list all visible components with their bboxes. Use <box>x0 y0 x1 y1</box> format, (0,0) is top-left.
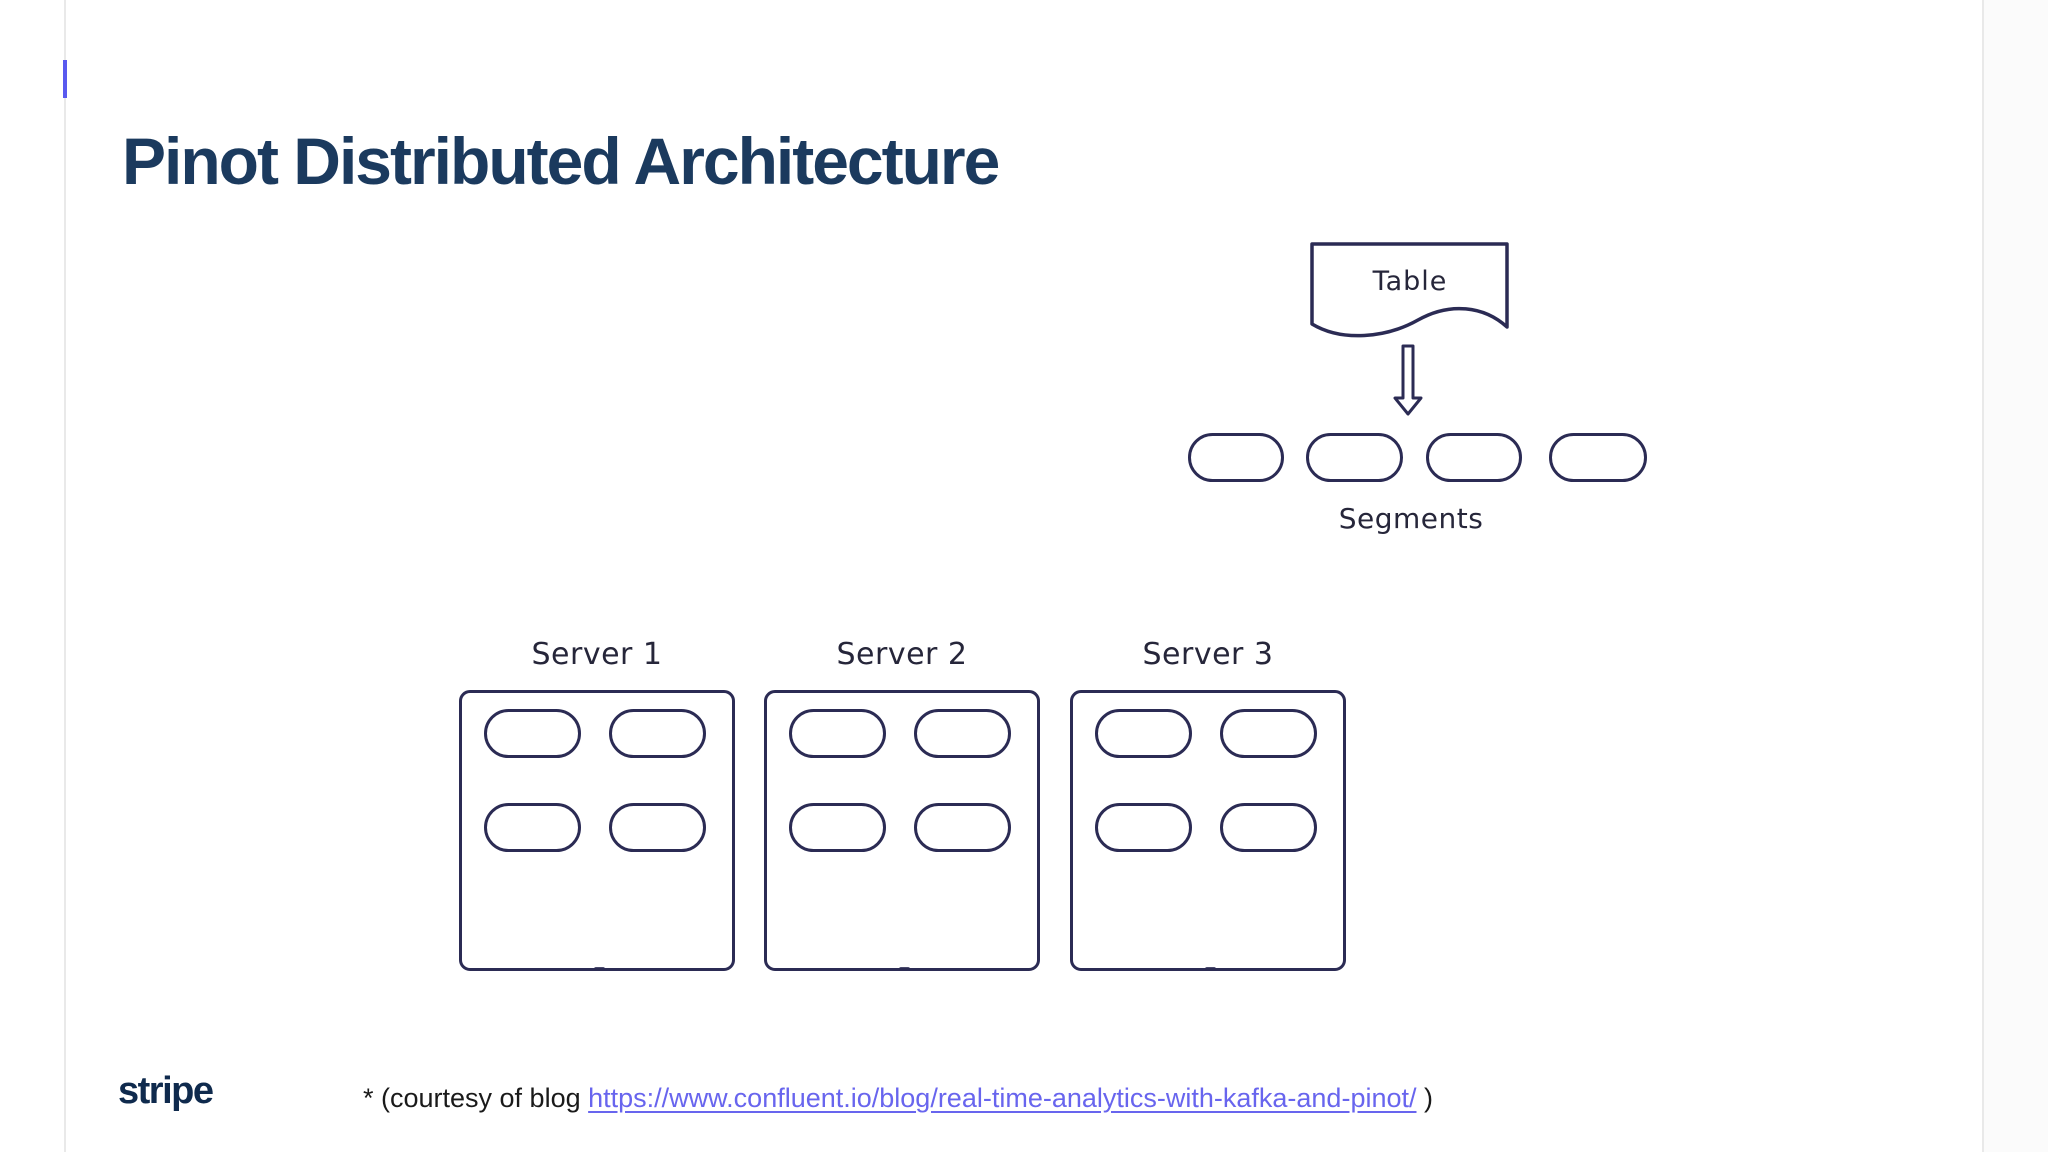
segments-label: Segments <box>1338 502 1484 535</box>
segment-pill <box>1095 803 1192 852</box>
blog-link[interactable]: https://www.confluent.io/blog/real-time-… <box>588 1083 1417 1113</box>
connector-nub <box>899 967 910 971</box>
server-3-box <box>1070 690 1346 971</box>
server-1-box <box>459 690 735 971</box>
segment-pill <box>1220 709 1317 758</box>
footnote-prefix: * (courtesy of blog <box>363 1083 589 1113</box>
segment-pill <box>1220 803 1317 852</box>
slide-title: Pinot Distributed Architecture <box>122 124 1000 198</box>
table-label: Table <box>1372 266 1448 297</box>
text-cursor-caret <box>63 60 67 98</box>
segment-pill <box>914 803 1011 852</box>
segment-pill <box>914 709 1011 758</box>
server-3-label: Server 3 <box>1142 637 1274 672</box>
segment-pill <box>484 709 581 758</box>
server-1-label: Server 1 <box>531 637 663 672</box>
segment-pill <box>609 709 706 758</box>
slide-right-boundary <box>1982 0 1984 1152</box>
slide-left-boundary <box>64 0 66 1152</box>
segment-pill <box>484 803 581 852</box>
segment-pill <box>1549 433 1647 482</box>
table-document-shape <box>1310 242 1509 338</box>
footnote: * (courtesy of blog https://www.confluen… <box>363 1083 1433 1114</box>
stripe-logo: stripe <box>118 1070 214 1112</box>
segment-pill <box>1095 709 1192 758</box>
segment-pill <box>609 803 706 852</box>
server-2-box <box>764 690 1040 971</box>
connector-nub <box>594 967 605 971</box>
segment-pill <box>789 709 886 758</box>
segment-pill <box>789 803 886 852</box>
segment-pill <box>1426 433 1522 482</box>
down-arrow-icon <box>1393 344 1423 416</box>
segment-pill <box>1188 433 1284 482</box>
segment-pill <box>1306 433 1403 482</box>
footnote-suffix: ) <box>1416 1083 1433 1113</box>
server-2-label: Server 2 <box>836 637 968 672</box>
connector-nub <box>1205 967 1216 971</box>
outside-canvas-area <box>1984 0 2048 1152</box>
